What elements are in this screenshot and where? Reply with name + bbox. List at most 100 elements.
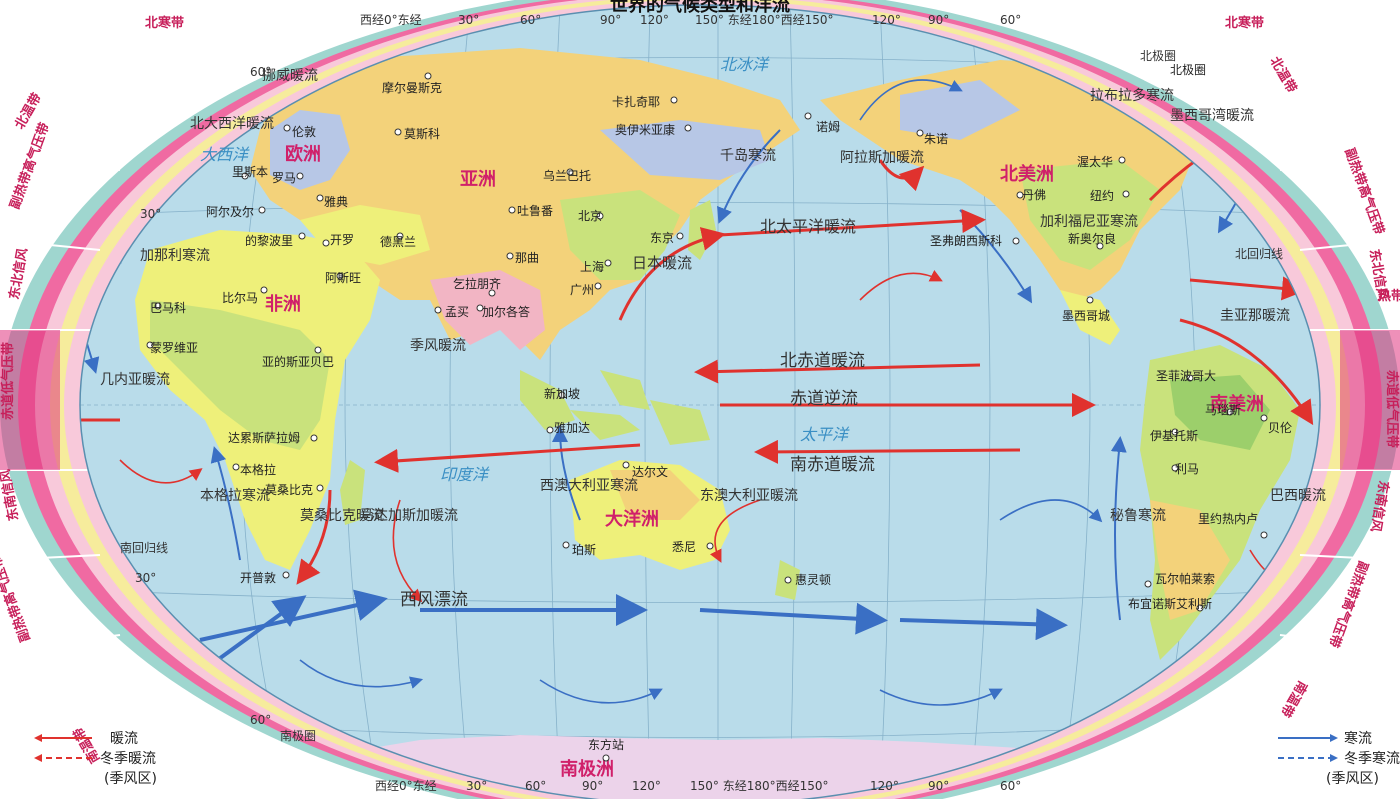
label-atlantic-ocean: 大西洋 — [200, 145, 250, 164]
city-denver: 丹佛 — [1016, 188, 1046, 202]
cold-current-eddies — [299, 79, 1103, 706]
belt-right-3: 热带 — [1378, 288, 1400, 304]
svg-text:摩尔曼斯克: 摩尔曼斯克 — [382, 80, 442, 95]
belt-right-1: 副热带高气压带 — [1341, 146, 1387, 237]
city-bamako: 巴马科 — [150, 301, 186, 315]
svg-text:圣弗朗西斯科: 圣弗朗西斯科 — [930, 234, 1002, 248]
svg-text:利马: 利马 — [1175, 462, 1199, 476]
belt-left-3: 赤道低气压带 — [0, 342, 16, 420]
svg-text:新加坡: 新加坡 — [544, 386, 580, 401]
city-iquitos: 伊基托斯 — [1150, 428, 1198, 443]
label-pacific-ocean: 太平洋 — [800, 425, 850, 444]
label-europe: 欧洲 — [285, 143, 321, 165]
lon-top-7: 90° — [928, 13, 949, 27]
city-jakarta: 雅加达 — [546, 420, 590, 435]
svg-text:加尔各答: 加尔各答 — [482, 304, 530, 319]
label-california-current: 加利福尼亚寒流 — [1040, 213, 1138, 230]
lon-bot-6: 120° — [870, 779, 899, 793]
label-north-atlantic-drift: 北大西洋暖流 — [190, 116, 274, 132]
land-north-america — [820, 60, 1230, 345]
lon-bot-3: 90° — [582, 779, 603, 793]
label-oceania: 大洋洲 — [605, 508, 659, 530]
svg-text:达尔文: 达尔文 — [632, 464, 668, 479]
city-new-orleans: 新奥尔良 — [1068, 231, 1116, 250]
svg-text:朱诺: 朱诺 — [924, 132, 948, 146]
city-rome: 罗马 — [272, 171, 304, 185]
arctic-circle-label: 北极圈 — [1140, 49, 1176, 63]
legend-cold-seasonal-sub: (季风区) — [1326, 771, 1379, 787]
lon-bot-2: 60° — [525, 779, 546, 793]
svg-text:巴马科: 巴马科 — [150, 301, 186, 315]
cold-arrow-icon — [1278, 734, 1338, 742]
city-london: 伦敦 — [283, 124, 316, 139]
city-mumbai: 孟买 — [434, 305, 469, 319]
lon-top-6: 120° — [872, 13, 901, 27]
svg-text:伦敦: 伦敦 — [292, 124, 316, 139]
city-cape-town: 开普敦 — [240, 570, 290, 585]
label-peru-current: 秘鲁寒流 — [1110, 507, 1166, 524]
legend-warm: 暖流 冬季暖流 (季风区) — [34, 728, 157, 787]
city-tehran: 德黑兰 — [380, 232, 416, 249]
lon-top-4: 120° — [640, 13, 669, 27]
map-title: 世界的气候类型和洋流 — [610, 0, 790, 16]
city-shanghai: 上海 — [580, 259, 612, 274]
city-dar-es-salaam: 达累斯萨拉姆 — [228, 430, 318, 445]
city-rio: 里约热内卢 — [1198, 511, 1268, 539]
city-kolkata: 加尔各答 — [476, 304, 530, 319]
svg-text:莫斯科: 莫斯科 — [404, 127, 440, 141]
city-wellington: 惠灵顿 — [784, 573, 831, 587]
svg-text:布宜诺斯艾利斯: 布宜诺斯艾利斯 — [1128, 596, 1212, 611]
label-arctic-ocean: 北冰洋 — [720, 55, 770, 74]
svg-text:贝伦: 贝伦 — [1268, 420, 1292, 435]
svg-text:雅加达: 雅加达 — [554, 420, 590, 435]
city-lisbon: 里斯本 — [232, 165, 268, 180]
city-ulaanbaatar: 乌兰巴托 — [543, 168, 591, 183]
city-murmansk: 摩尔曼斯克 — [382, 72, 442, 95]
svg-text:雅典: 雅典 — [324, 194, 348, 209]
svg-text:马瑙斯: 马瑙斯 — [1205, 403, 1241, 417]
svg-text:达累斯萨拉姆: 达累斯萨拉姆 — [228, 430, 300, 445]
city-moscow: 莫斯科 — [394, 127, 440, 141]
svg-text:瓦尔帕莱索: 瓦尔帕莱索 — [1155, 571, 1215, 586]
svg-text:诺姆: 诺姆 — [816, 120, 840, 134]
svg-text:广州: 广州 — [570, 283, 594, 297]
svg-text:本格拉: 本格拉 — [240, 462, 276, 477]
svg-text:的黎波里: 的黎波里 — [245, 233, 293, 248]
city-san-francisco: 圣弗朗西斯科 — [930, 234, 1020, 248]
city-labels: 摩尔曼斯克 莫斯科 伦敦 罗马 里斯本 雅典 阿尔及尔 的黎波里 开罗 德黑兰 … — [146, 63, 1292, 762]
svg-text:里约热内卢: 里约热内卢 — [1198, 511, 1258, 526]
city-arctic-circle-text: 北极圈 — [1170, 63, 1206, 77]
label-gulf-stream: 墨西哥湾暖流 — [1170, 107, 1254, 124]
legend-cold: 寒流 冬季寒流 (季风区) — [1278, 728, 1400, 787]
lon-top-2: 60° — [520, 13, 541, 27]
city-naqu: 那曲 — [506, 251, 539, 265]
lon-bot-5: 150° 东经180°西经150° — [690, 779, 829, 793]
lat-30s-left: 30° — [135, 571, 156, 585]
label-labrador-current: 拉布拉多寒流 — [1090, 87, 1174, 104]
label-north-america: 北美洲 — [1000, 163, 1054, 185]
belt-right-0: 北温带 — [1267, 54, 1300, 96]
city-bogota: 圣菲波哥大 — [1156, 369, 1216, 383]
svg-text:开罗: 开罗 — [330, 233, 354, 247]
city-kazachye: 卡扎奇耶 — [612, 95, 678, 109]
svg-text:墨西哥城: 墨西哥城 — [1062, 309, 1110, 323]
label-antarctica: 南极洲 — [560, 758, 614, 780]
label-oyashio-current: 千岛寒流 — [720, 147, 776, 164]
lat-60s-left: 60° — [250, 713, 271, 727]
svg-text:卡扎奇耶: 卡扎奇耶 — [612, 95, 660, 109]
city-mozambique: 莫桑比克 — [265, 483, 324, 497]
city-sydney: 悉尼 — [672, 540, 714, 554]
city-oymyakon: 奥伊米亚康 — [615, 122, 692, 137]
legend-cold-seasonal-label: 冬季寒流 — [1344, 751, 1400, 767]
svg-text:奥伊米亚康: 奥伊米亚康 — [615, 122, 675, 137]
svg-text:那曲: 那曲 — [515, 251, 539, 265]
city-new-york: 纽约 — [1090, 188, 1130, 203]
warm-seasonal-arrow-icon — [34, 754, 92, 762]
current-labels: 北大西洋暖流 挪威暖流 北太平洋暖流 日本暖流 阿拉斯加暖流 加利福尼亚寒流 加… — [100, 68, 1326, 610]
lon-top-3: 90° — [600, 13, 621, 27]
city-valparaiso: 瓦尔帕莱索 — [1144, 571, 1215, 588]
svg-text:圣菲波哥大: 圣菲波哥大 — [1156, 369, 1216, 383]
city-monrovia: 蒙罗维亚 — [146, 341, 198, 355]
label-north-pacific-current: 北太平洋暖流 — [760, 217, 856, 236]
svg-text:吐鲁番: 吐鲁番 — [517, 204, 553, 218]
